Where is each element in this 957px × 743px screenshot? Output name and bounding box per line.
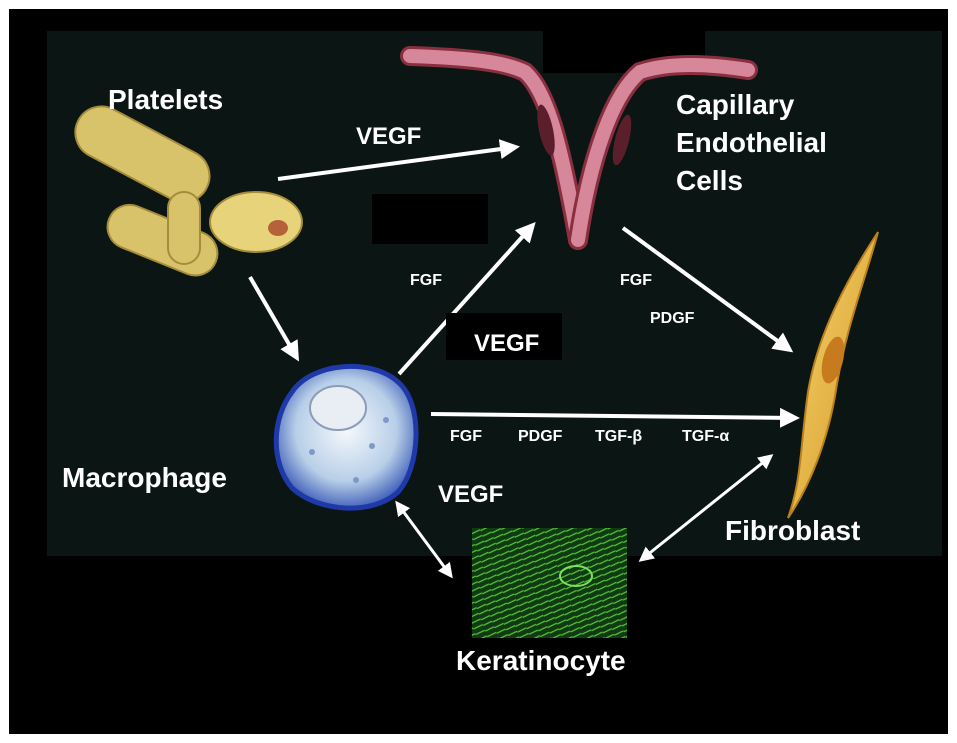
label-tgf-alpha: TGF-α [682,428,729,446]
arrow-macrophage-to-fibroblast [431,414,796,418]
label-fibroblast: Fibroblast [725,515,860,547]
label-pdgf-capillary: PDGF [650,310,694,328]
label-tgf-beta: TGF-β [595,428,642,446]
fibroblast-illustration [788,232,878,518]
arrows [250,147,796,576]
label-fgf-macrophage-fibroblast: FGF [450,428,482,446]
label-capillary-line-3: Cells [676,162,827,200]
arrow-platelets-to-capillary [278,147,516,179]
platelets-illustration [66,97,302,282]
label-fgf-capillary: FGF [620,272,652,290]
keratinocyte-illustration [472,528,627,638]
label-capillary-line-1: Capillary [676,86,827,124]
macrophage-illustration [276,366,416,508]
label-platelets: Platelets [108,84,223,116]
label-keratinocyte: Keratinocyte [456,645,626,677]
label-macrophage: Macrophage [62,462,227,494]
label-pdgf-macrophage-fibroblast: PDGF [518,428,562,446]
black-box-1 [372,194,488,244]
label-vegf-box: VEGF [474,330,539,358]
arrow-platelets-to-macrophage [250,277,297,358]
label-capillary-endothelial-cells: Capillary Endothelial Cells [676,86,827,200]
label-vegf-platelets: VEGF [356,123,421,151]
label-vegf-macrophage-keratinocyte: VEGF [438,481,503,509]
label-fgf-macrophage-capillary: FGF [410,272,442,290]
arrow-macrophage-keratinocyte [397,503,451,576]
label-capillary-line-2: Endothelial [676,124,827,162]
